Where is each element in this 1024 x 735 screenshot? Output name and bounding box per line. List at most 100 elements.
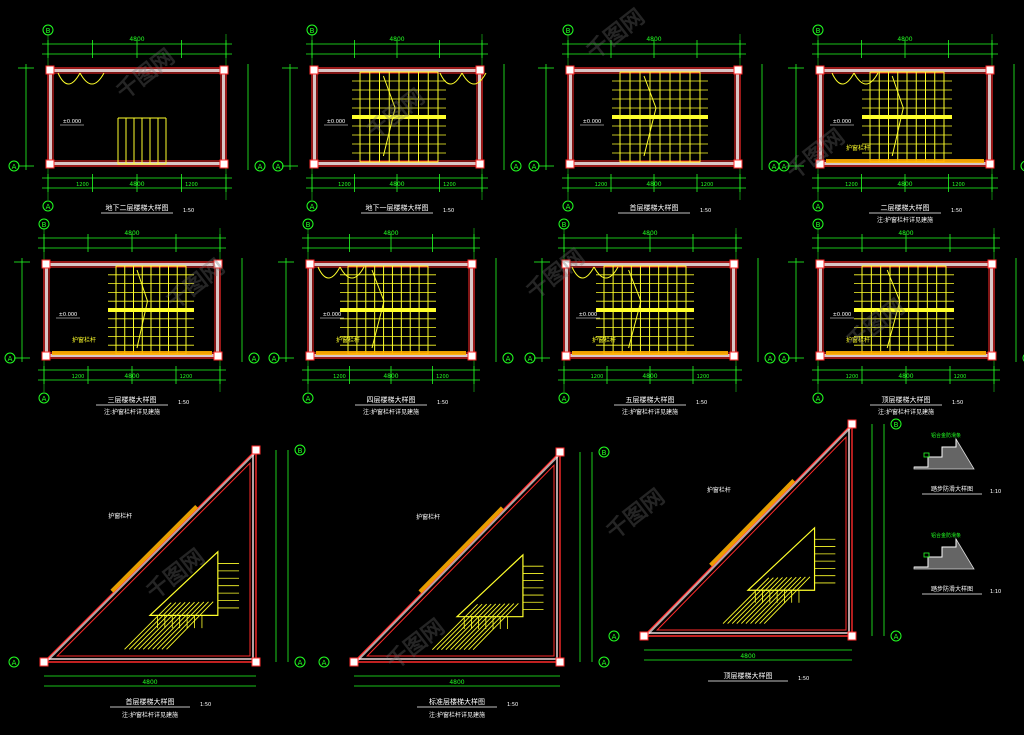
- plan-title-text: 地下一层楼梯大样图: [366, 203, 429, 212]
- wall-outer: [44, 450, 256, 662]
- level-tag: ±0.000: [63, 119, 82, 125]
- plan-note: 注:护窗栏杆详见建施: [429, 711, 485, 719]
- axis-label: A: [566, 203, 571, 211]
- column: [556, 448, 564, 456]
- axis-label: A: [8, 355, 13, 363]
- column: [730, 260, 738, 268]
- axis-bubble: A: [779, 353, 789, 363]
- axis-label: A: [272, 355, 277, 363]
- axis-label: A: [306, 395, 311, 403]
- axis-bubble: A: [599, 657, 609, 667]
- axis-bubble: B: [43, 25, 53, 35]
- axis-bubble: A: [307, 201, 317, 211]
- dim-text: 1200: [591, 374, 604, 380]
- stair-well: [457, 555, 523, 617]
- dim-text: 1200: [845, 182, 858, 188]
- dim-text: 1200: [180, 374, 193, 380]
- detail-title: 踏步防滑大样图: [931, 585, 973, 593]
- railing-note: 护窗栏杆: [108, 512, 132, 520]
- axis-label: A: [532, 163, 537, 171]
- dim-text: 1200: [443, 182, 456, 188]
- plan-title-text: 首层楼梯大样图: [630, 203, 679, 212]
- detail-scale: 1:10: [990, 489, 1001, 495]
- dim-text: 1200: [333, 374, 346, 380]
- wall-fill-diag: [358, 456, 558, 660]
- plan-scale: 1:50: [437, 400, 448, 406]
- stair-tread: [153, 602, 200, 649]
- stair-tread: [450, 604, 495, 650]
- column: [214, 352, 222, 360]
- railing-band: [826, 159, 984, 163]
- axis-label: A: [528, 355, 533, 363]
- level-tag: ±0.000: [59, 312, 78, 318]
- axis-bubble: B: [599, 447, 609, 457]
- wall-fill-right: [470, 263, 473, 357]
- column: [566, 66, 574, 74]
- stair-tread: [455, 604, 500, 650]
- column: [40, 658, 48, 666]
- axis-label: A: [298, 659, 303, 667]
- stair-tread: [459, 604, 504, 650]
- column: [468, 260, 476, 268]
- door-swing: [58, 73, 104, 84]
- column: [816, 66, 824, 74]
- axis-label: A: [258, 163, 263, 171]
- detail-scale: 1:10: [990, 589, 1001, 595]
- axis-label: B: [562, 221, 567, 229]
- axis-label: A: [562, 395, 567, 403]
- axis-bubble: A: [813, 201, 823, 211]
- plan-note: 注:护窗栏杆详见建施: [622, 408, 678, 416]
- column: [848, 420, 856, 428]
- axis-label: A: [894, 633, 899, 641]
- column: [848, 632, 856, 640]
- wall-fill-right: [736, 69, 739, 165]
- plan-scale: 1:50: [951, 208, 962, 214]
- railing-band: [52, 351, 212, 355]
- axis-bubble: A: [273, 161, 283, 171]
- axis-bubble: A: [529, 161, 539, 171]
- window-railing: 护窗栏杆: [826, 144, 984, 163]
- axis-bubble: A: [511, 161, 521, 171]
- level-tag: ±0.000: [579, 312, 598, 318]
- axis-label: B: [310, 27, 315, 35]
- stair-well: [748, 528, 815, 590]
- plan-scale: 1:50: [178, 400, 189, 406]
- plan-scale: 1:50: [700, 208, 711, 214]
- dim-text: 1200: [701, 182, 714, 188]
- nosing-strip: [924, 553, 929, 557]
- axis-bubble: A: [813, 393, 823, 403]
- axis-bubble: B: [303, 219, 313, 229]
- axis-bubble: A: [9, 657, 19, 667]
- axis-label: B: [566, 27, 571, 35]
- detail-title: 踏步防滑大样图: [931, 485, 973, 493]
- dim-text: 1200: [595, 182, 608, 188]
- step-section: [914, 439, 974, 469]
- axis-bubble: B: [39, 219, 49, 229]
- detail-note: 铝合金防滑条: [931, 532, 961, 539]
- column: [734, 160, 742, 168]
- dim-text-total: 4800: [129, 181, 144, 188]
- detail-note: 铝合金防滑条: [931, 432, 961, 439]
- column: [252, 658, 260, 666]
- axis-bubble: B: [563, 25, 573, 35]
- axis-label: B: [298, 447, 303, 455]
- dim-text-total: 4800: [389, 36, 404, 43]
- wall-fill-left: [49, 69, 52, 165]
- dim-text: 1200: [952, 182, 965, 188]
- plan-note: 注:护窗栏杆详见建施: [877, 216, 933, 224]
- dim-text: 1200: [846, 374, 859, 380]
- axis-label: A: [816, 395, 821, 403]
- level-tag: ±0.000: [833, 312, 852, 318]
- plan-title-text: 三层楼梯大样图: [108, 395, 157, 404]
- dim-text-total: 4800: [646, 36, 661, 43]
